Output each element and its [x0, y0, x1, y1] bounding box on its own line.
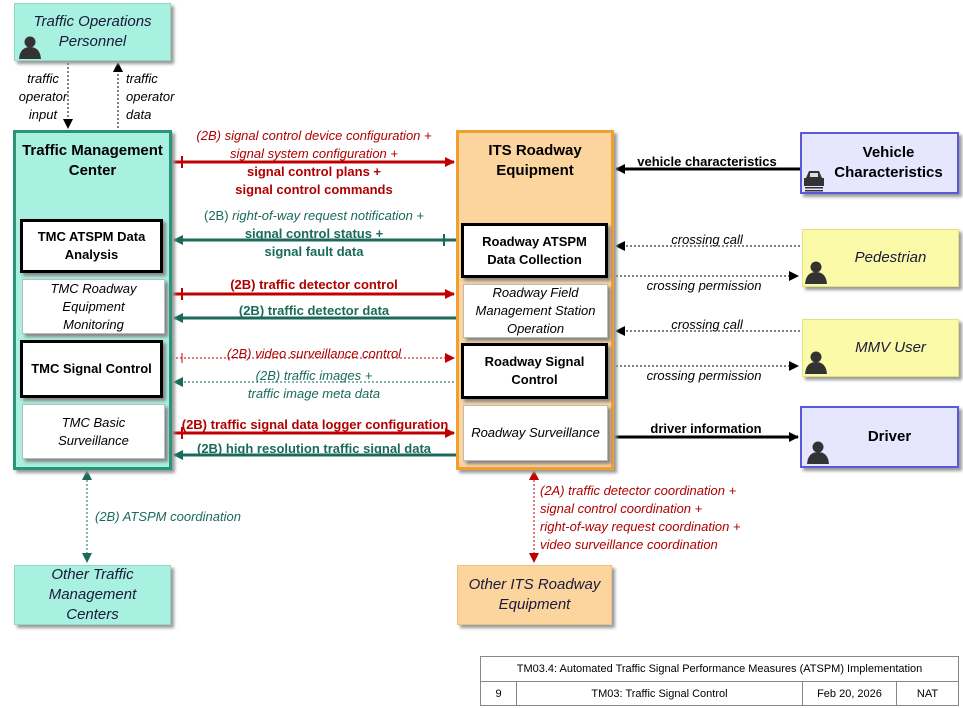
label: Traffic Operations [33, 13, 152, 30]
label: Roadway Surveillance [471, 425, 600, 440]
label: Surveillance [58, 432, 129, 448]
label: Roadway Signal [484, 354, 585, 369]
person-icon [807, 441, 829, 464]
flow-label-crossing-call-2: crossing call [671, 317, 743, 332]
footer-package: TM03: Traffic Signal Control [517, 682, 803, 706]
label: Analysis [64, 247, 119, 262]
its-title: ITS Roadway [488, 142, 582, 159]
label: Pedestrian [854, 249, 927, 266]
footer-table: TM03.4: Automated Traffic Signal Perform… [480, 656, 959, 706]
vehicle-characteristics[interactable]: Vehicle Characteristics [800, 132, 959, 194]
label: Roadway ATSPM [482, 233, 587, 249]
flow-label-vehicle-char: vehicle characteristics [637, 154, 777, 169]
label: Other Traffic [51, 566, 134, 583]
tmc-title: Traffic Management [22, 142, 163, 159]
tmc-title-2: Center [68, 162, 117, 179]
flow-label-detector-control: (2B) traffic detector control [230, 277, 398, 292]
label: MMV User [855, 339, 926, 356]
label: Other ITS Roadway [468, 576, 601, 593]
roadway-field-management-station[interactable]: Roadway Field Management Station Operati… [463, 284, 608, 338]
person-icon [19, 36, 41, 59]
flow-label-crossing-call-1: crossing call [671, 232, 743, 247]
flow-label-crossing-perm-1: crossing permission [646, 278, 762, 293]
person-icon [805, 261, 827, 284]
tmc-basic-surveillance[interactable]: TMC Basic Surveillance [22, 404, 165, 459]
roadway-signal-control[interactable]: Roadway Signal Control [461, 343, 608, 399]
flow-label-signal-config: (2B) signal control device configuration… [196, 128, 432, 197]
label: Roadway Field [492, 285, 579, 300]
flow-label-logger-config: (2B) traffic signal data logger configur… [181, 417, 449, 432]
flow-label-row-notification: (2B) right-of-way request notification +… [203, 208, 425, 259]
footer-status: NAT [916, 688, 939, 700]
flow-label-atspm-coord: (2B) ATSPM coordination [95, 509, 241, 524]
label: TMC Roadway [50, 280, 137, 296]
label: TMC Basic [61, 414, 126, 430]
car-icon [804, 171, 824, 192]
pedestrian[interactable]: Pedestrian [802, 229, 959, 287]
flow-label-its-coord: (2A) traffic detector coordination + sig… [540, 483, 741, 552]
roadway-atspm-data-collection[interactable]: Roadway ATSPM Data Collection [461, 223, 608, 278]
roadway-surveillance[interactable]: Roadway Surveillance [463, 405, 608, 461]
label: Management Station [475, 303, 596, 318]
label: Driver [867, 428, 912, 445]
label: Equipment [498, 596, 571, 613]
flow-label-hires: (2B) high resolution traffic signal data [196, 441, 432, 456]
label: TMC Signal Control [31, 361, 152, 376]
traffic-operations-personnel[interactable]: Traffic Operations Personnel [14, 3, 171, 61]
footer-page: 9 [481, 682, 517, 706]
label: Control [511, 372, 558, 387]
footer-date: Feb 20, 2026 [803, 682, 897, 706]
mmv-user[interactable]: MMV User [802, 319, 959, 377]
label: Centers [66, 606, 119, 623]
footer-title: TM03.4: Automated Traffic Signal Perform… [481, 657, 958, 682]
other-traffic-management-centers[interactable]: Other Traffic Management Centers [14, 565, 171, 625]
label: Personnel [58, 33, 127, 50]
person-icon [805, 351, 827, 374]
tmc-signal-control[interactable]: TMC Signal Control [20, 340, 163, 398]
tmc-roadway-equipment-monitoring[interactable]: TMC Roadway Equipment Monitoring [22, 279, 165, 334]
label: Operation [506, 321, 565, 336]
other-its-roadway-equipment[interactable]: Other ITS Roadway Equipment [457, 565, 612, 625]
label: Management [48, 586, 137, 603]
flow-label-traffic-images: (2B) traffic images + traffic image meta… [247, 368, 381, 401]
tmc-atspm-data-analysis[interactable]: TMC ATSPM Data Analysis [20, 219, 163, 273]
label: TMC ATSPM Data [37, 229, 146, 244]
flow-label-detector-data: (2B) traffic detector data [238, 303, 390, 318]
flow-label-driver-info: driver information [650, 421, 762, 436]
label: Characteristics [834, 164, 943, 181]
label: Data Collection [487, 251, 582, 267]
label: Monitoring [63, 316, 124, 332]
flow-label-crossing-perm-2: crossing permission [646, 368, 762, 383]
label: Equipment [62, 298, 125, 314]
label: Vehicle [862, 144, 915, 161]
its-title-2: Equipment [496, 162, 574, 179]
flow-label-video-control: (2B) video surveillance control [226, 346, 402, 361]
